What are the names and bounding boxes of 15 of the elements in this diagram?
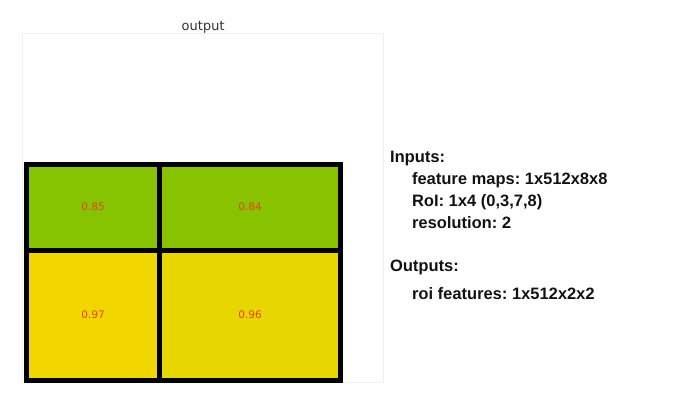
heatmap-cell xyxy=(162,253,338,378)
spec-line: feature maps: 1x512x8x8 xyxy=(412,170,608,188)
section-heading: Outputs: xyxy=(390,257,459,276)
cell-value: 0.97 xyxy=(81,310,105,321)
section-heading: Inputs: xyxy=(390,148,445,166)
cell-value: 0.96 xyxy=(238,310,262,321)
spec-line: RoI: 1x4 (0,3,7,8) xyxy=(412,192,542,210)
cell-value: 0.84 xyxy=(238,202,262,213)
heatmap-cell xyxy=(162,167,338,248)
panel-title: output xyxy=(182,19,224,34)
spec-line: roi features: 1x512x2x2 xyxy=(412,285,595,304)
spec-line: resolution: 2 xyxy=(412,214,512,232)
cell-value: 0.85 xyxy=(81,202,105,213)
heatmap-cell xyxy=(29,167,157,248)
heatmap-cell xyxy=(29,253,157,378)
